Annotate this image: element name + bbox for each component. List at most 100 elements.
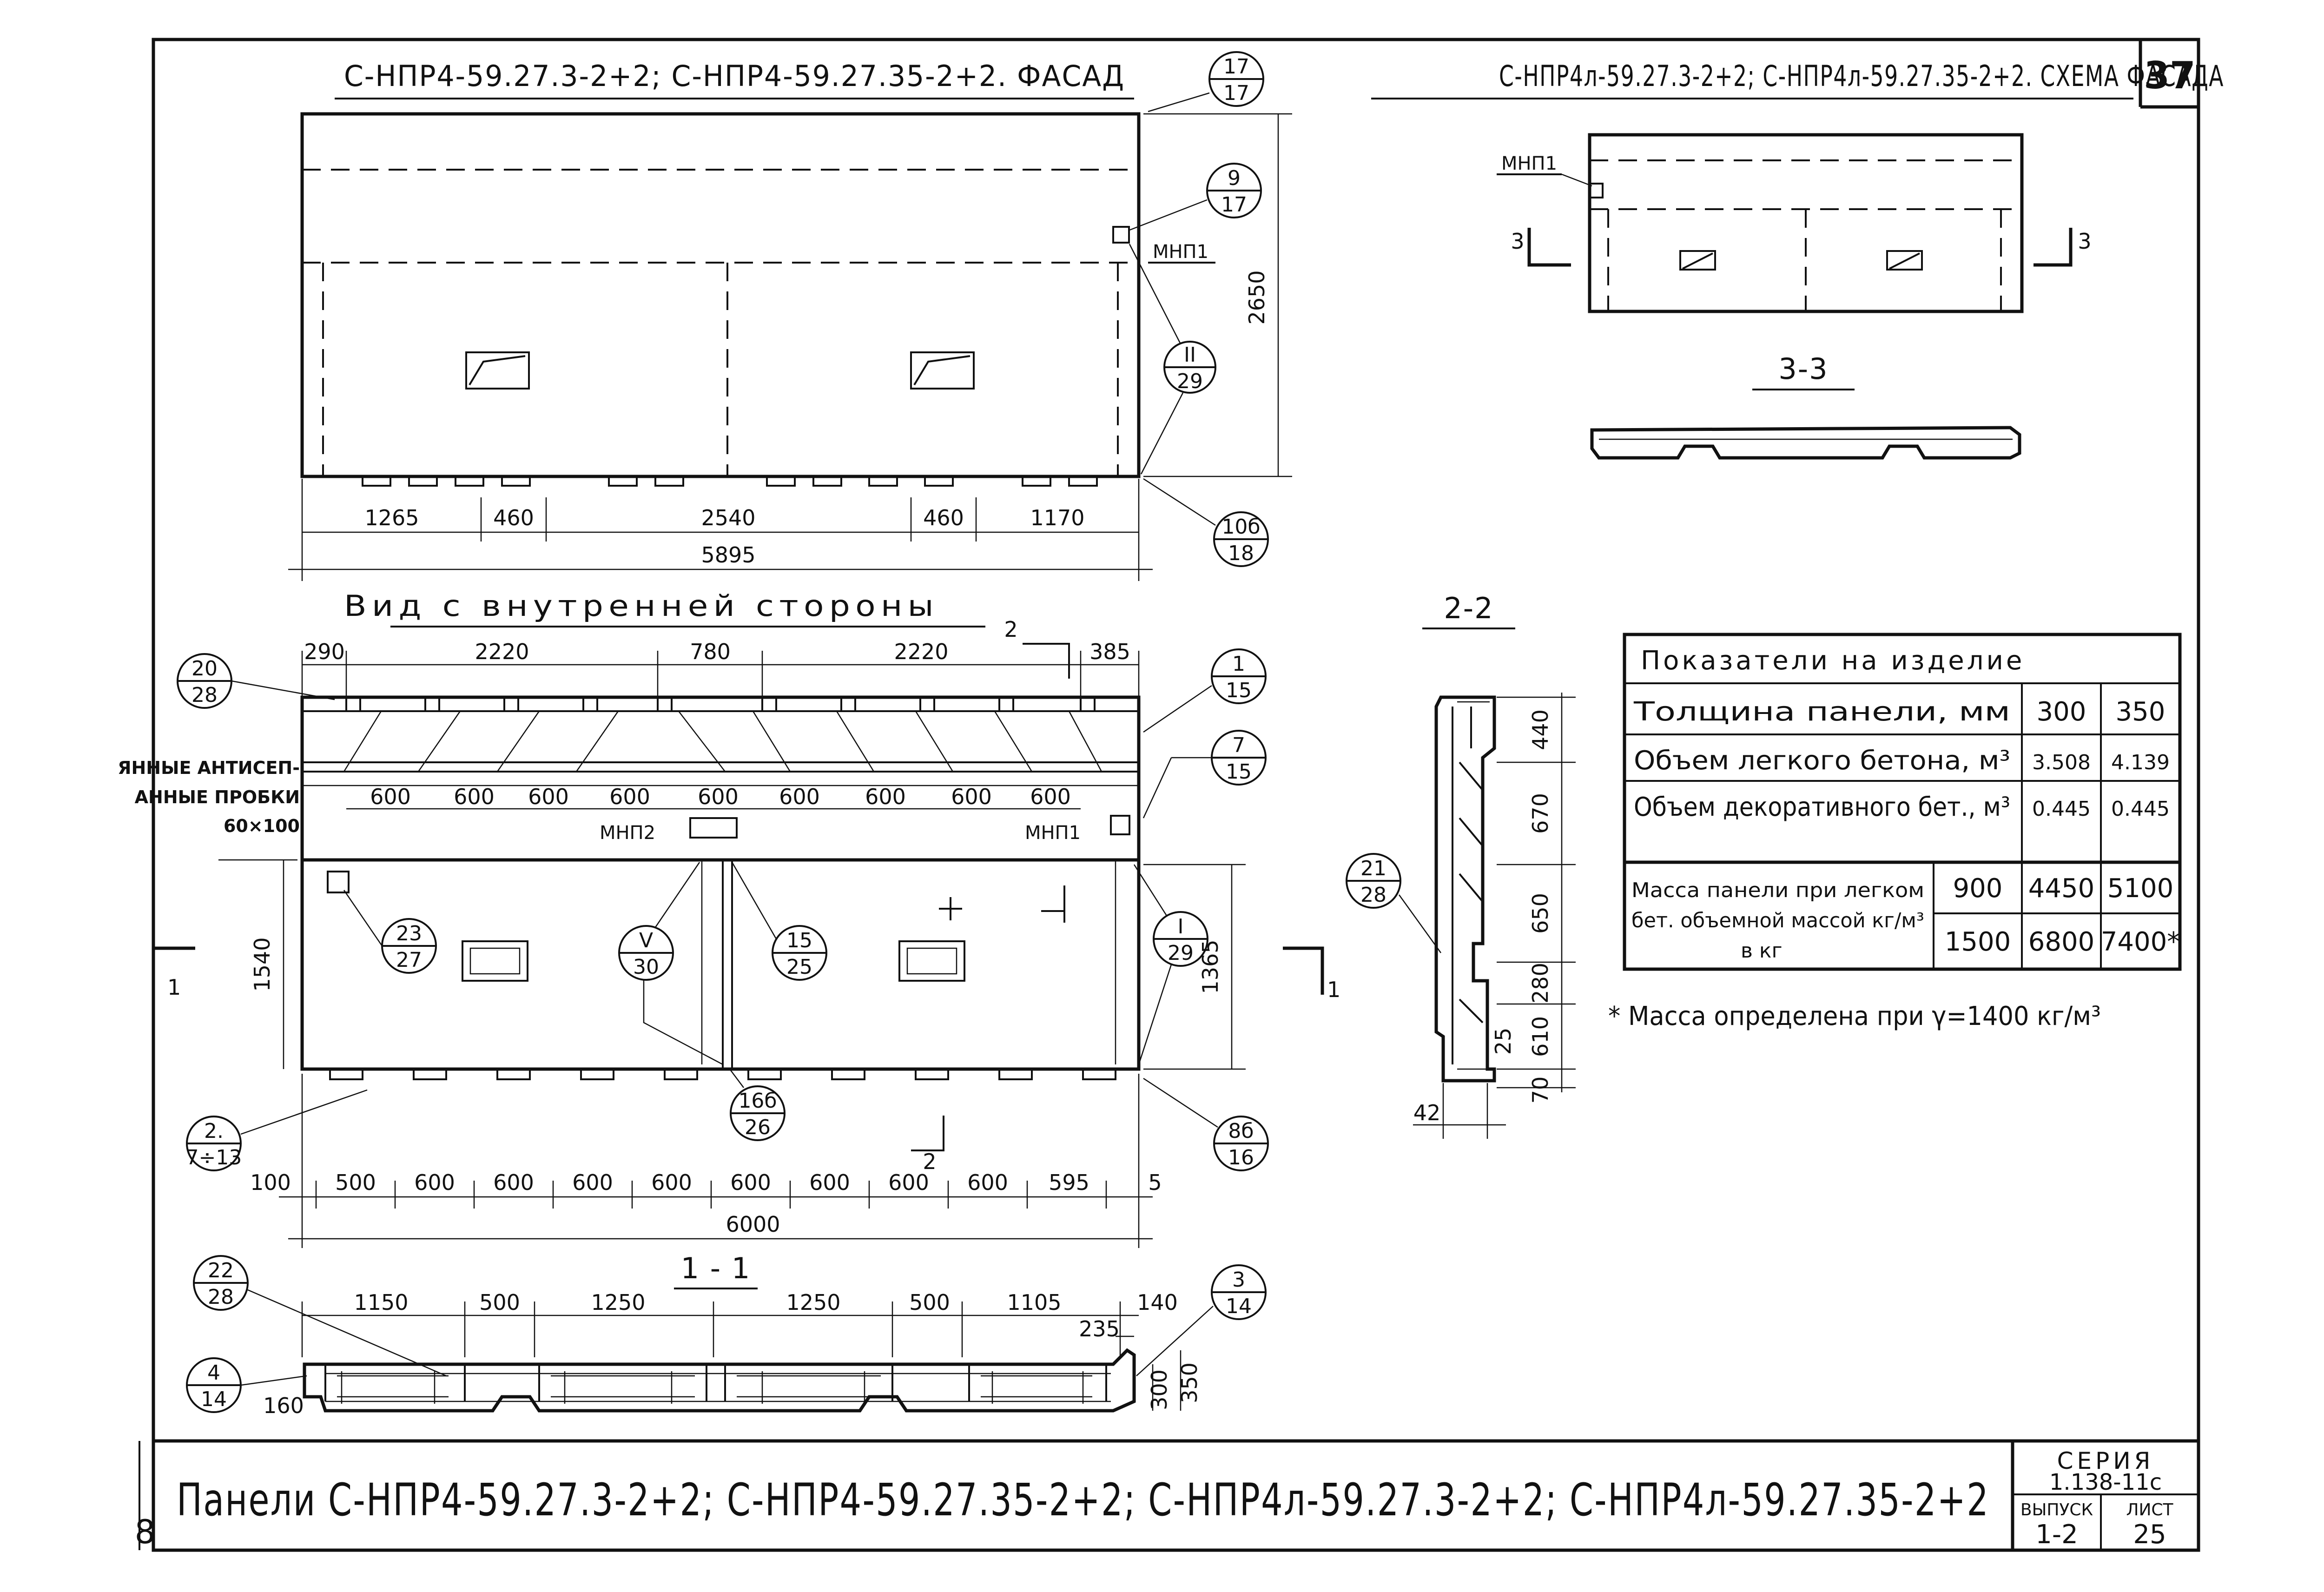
inner-window-left (462, 940, 528, 982)
svg-text:II: II (1184, 343, 1196, 367)
callout-23-27: 23 27 (343, 890, 437, 974)
properties-table: Показатели на изделие Толщина панели, мм… (1608, 633, 2182, 1031)
inner-view: Вид с внутренней стороны 290 2220 780 22… (118, 589, 1340, 1248)
section-1-mark-right (1283, 946, 1324, 995)
left-note-line1: ЯННЫЕ АНТИСЕП- (118, 758, 300, 778)
table-mass-1500-300: 6800 (2028, 927, 2095, 957)
callout-10b-18: 10б 18 (1143, 478, 1269, 567)
scheme-window-left (1679, 250, 1716, 271)
table-row-thickness: Толщина панели, мм (1633, 697, 2010, 727)
scheme-title: С-НПР4л-59.27.3-2+2; С-НПР4л-59.27.35-2+… (1499, 59, 2224, 93)
inner-diagonals (343, 711, 1103, 772)
section-2-2-title: 2-2 (1444, 591, 1493, 625)
facade-dim-460b: 460 (923, 505, 964, 530)
svg-text:3: 3 (1511, 229, 1524, 254)
series-label: СЕРИЯ (2057, 1447, 2154, 1474)
table-thickness-300: 300 (2037, 697, 2086, 727)
callout-7-15: 7 15 (1142, 730, 1267, 819)
list-label: ЛИСТ (2126, 1500, 2173, 1519)
svg-text:V: V (639, 929, 653, 952)
svg-text:15: 15 (1226, 760, 1252, 784)
section-2-2: 2-2 440 670 650 280 610 70 25 42 21 28 (1346, 591, 1576, 1139)
facade-window-left (465, 351, 530, 390)
svg-text:I: I (1178, 915, 1184, 938)
section-1-left-label: 1 (167, 975, 181, 1000)
s11-dim-1105: 1105 (1007, 1290, 1061, 1315)
s22-dim-280: 280 (1528, 963, 1553, 1004)
table-footnote: * Масса определена при γ=1400 кг/м³ (1608, 1001, 2101, 1031)
inner-mnp1-box (1110, 815, 1130, 835)
s11-dim-500a: 500 (479, 1290, 520, 1315)
facade-dim-1265: 1265 (364, 505, 419, 530)
svg-text:16б: 16б (738, 1089, 777, 1113)
svg-text:4: 4 (207, 1361, 220, 1385)
svg-text:16: 16 (1228, 1146, 1254, 1169)
facade-outline (300, 112, 1141, 478)
callout-22-28: 22 28 (193, 1255, 447, 1377)
facade-view: С-НПР4-59.27.3-2+2; С-НПР4-59.27.35-2+2.… (288, 51, 1292, 581)
facade-bottom-teeth (362, 476, 1098, 487)
s11-dim-1250a: 1250 (591, 1290, 645, 1315)
scheme-window-right (1886, 250, 1923, 271)
s22-dim-610: 610 (1528, 1016, 1553, 1057)
facade-height-dim: 2650 (1244, 270, 1269, 324)
inner-bdim-600-2: 600 (493, 1170, 534, 1195)
callout-8b-16: 8б 16 (1143, 1077, 1269, 1171)
side-mark: 8 (135, 1513, 156, 1551)
facade-title: С-НПР4-59.27.3-2+2; С-НПР4-59.27.35-2+2.… (344, 59, 1125, 93)
pitch-dim-5: 600 (698, 784, 739, 809)
scheme-facade: С-НПР4л-59.27.3-2+2; С-НПР4л-59.27.35-2+… (1371, 59, 2224, 460)
callout-4-14: 4 14 (186, 1357, 307, 1413)
callout-21-28: 21 28 (1346, 853, 1442, 953)
s11-dim-160: 160 (263, 1393, 304, 1418)
table-mass-density-1500: 1500 (1945, 927, 2011, 957)
svg-text:28: 28 (191, 683, 218, 707)
svg-text:29: 29 (1177, 370, 1203, 393)
inner-bdim-600-4: 600 (651, 1170, 692, 1195)
s22-dim-650: 650 (1528, 893, 1553, 934)
svg-text:21: 21 (1360, 857, 1386, 880)
s22-dim-25: 25 (1491, 1028, 1516, 1055)
s22-dim-42: 42 (1413, 1100, 1441, 1125)
pitch-dim-7: 600 (865, 784, 906, 809)
pitch-dim-9: 600 (1030, 784, 1071, 809)
table-row-decor-concrete: Объем декоративного бет., м³ (1634, 792, 2010, 822)
inner-top-dim-385: 385 (1089, 639, 1130, 664)
inner-top-dim-780: 780 (690, 639, 731, 664)
scheme-section-3-left (1527, 228, 1571, 267)
svg-text:18: 18 (1228, 542, 1254, 565)
callout-II-29: II 29 (1129, 244, 1216, 475)
callout-V-30: V 30 (618, 862, 723, 1065)
facade-mnp1-label: МНП1 (1153, 241, 1208, 263)
s22-dim-670: 670 (1528, 793, 1553, 834)
pitch-dim-2: 600 (454, 784, 495, 809)
table-decor-concrete-300: 0.445 (2032, 797, 2091, 821)
series-value: 1.138-11с (2049, 1469, 2162, 1495)
sheet-frame (139, 38, 2200, 1552)
svg-text:8б: 8б (1228, 1119, 1254, 1143)
pitch-dim-4: 600 (609, 784, 650, 809)
svg-text:30: 30 (633, 955, 659, 979)
inner-view-title: Вид с внутренней стороны (344, 589, 939, 623)
svg-text:17: 17 (1223, 81, 1249, 105)
inner-bdim-5: 5 (1148, 1170, 1162, 1195)
callout-1-15: 1 15 (1143, 648, 1267, 733)
scheme-mnp1-label: МНП1 (1501, 153, 1557, 174)
callout-9-17: 9 17 (1129, 163, 1262, 231)
svg-text:28: 28 (208, 1285, 234, 1309)
svg-text:29: 29 (1168, 941, 1194, 965)
section-1-mark-left (152, 946, 195, 995)
svg-text:2.: 2. (204, 1119, 224, 1143)
svg-text:15: 15 (1226, 679, 1252, 702)
table-light-concrete-300: 3.508 (2032, 751, 2091, 774)
s11-dim-1250b: 1250 (786, 1290, 840, 1315)
s11-dim-140: 140 (1137, 1290, 1178, 1315)
table-mass-1500-350: 7400* (2101, 927, 2180, 957)
scheme-section-title: 3-3 (1778, 352, 1828, 386)
inner-mnp2-label: МНП2 (600, 822, 655, 844)
callout-2-7-13: 2. 7÷13 (186, 1089, 368, 1171)
inner-total-6000: 6000 (726, 1212, 780, 1237)
pitch-dim-6: 600 (779, 784, 820, 809)
inner-bdim-600-3: 600 (572, 1170, 613, 1195)
section-1-right-label: 1 (1327, 977, 1340, 1002)
